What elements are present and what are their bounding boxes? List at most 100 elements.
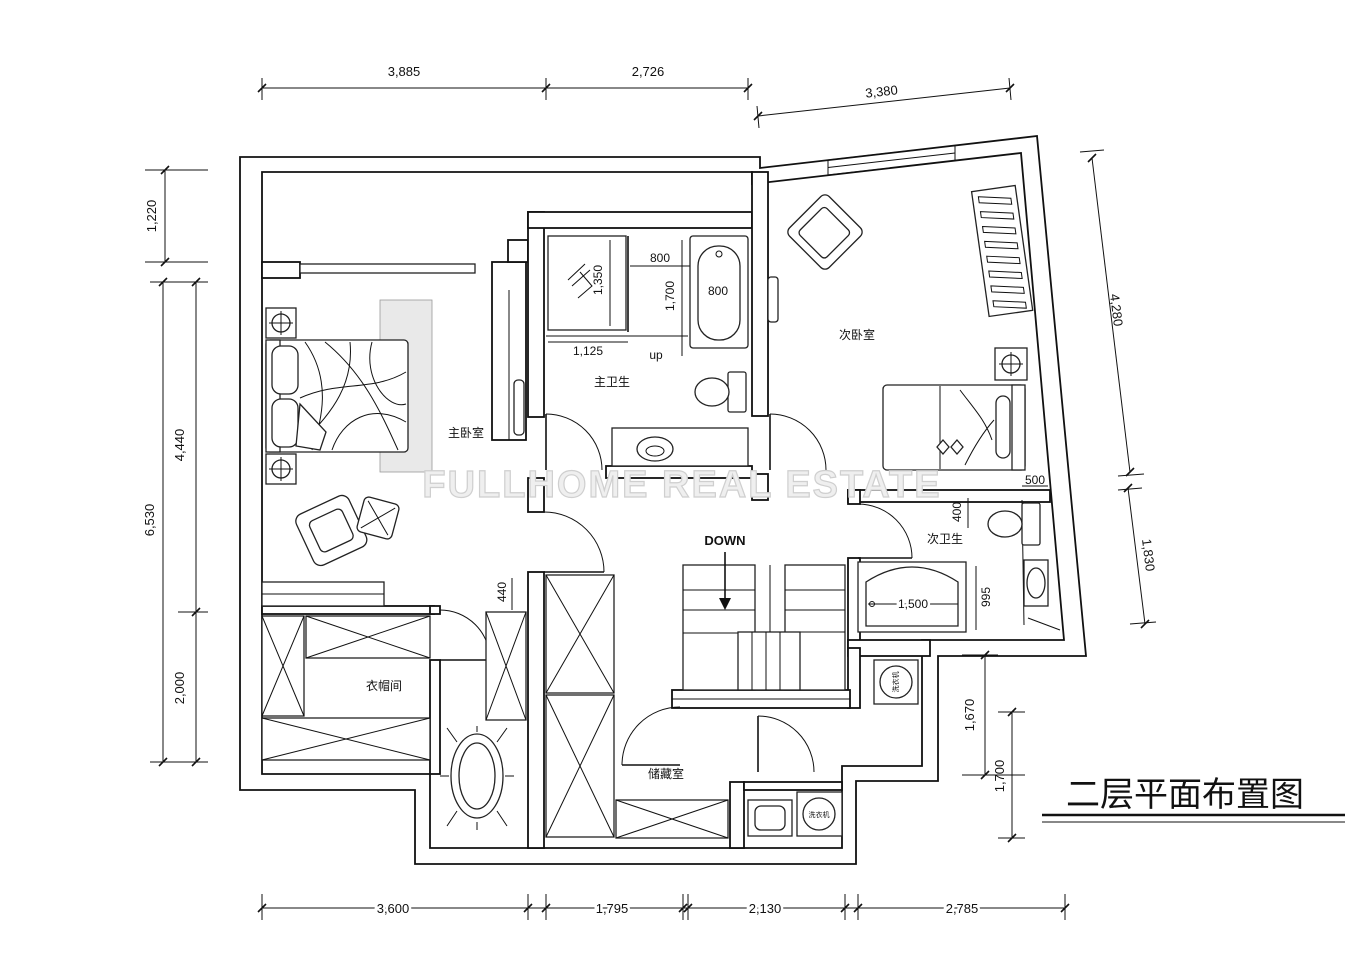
lamp-bottom-cross — [269, 457, 293, 481]
second-wardrobe — [970, 184, 1034, 318]
master-bed-pillow-top — [271, 345, 299, 395]
master-bed-cover-pattern — [299, 341, 407, 451]
master-nightstand-top — [265, 307, 297, 339]
master-bathtub-drain-icon — [715, 250, 723, 258]
second-bed-headboard — [1011, 384, 1026, 471]
second-bedroom-cabinet — [767, 276, 779, 323]
shower-head-icon — [567, 263, 593, 299]
dim-shower-depth: 1,350 — [591, 265, 605, 295]
dim-right-ticks — [1087, 153, 1150, 629]
dim-left-6530: 6,530 — [142, 504, 157, 537]
washer-lower-drum-icon — [802, 797, 836, 831]
second-bedroom-window-glass — [827, 152, 956, 168]
dim-right-extensions — [1079, 149, 1157, 625]
second-bed — [882, 384, 1026, 471]
master-vanity-counter — [611, 427, 749, 467]
storage-shelf-bottom-x — [615, 799, 729, 839]
closet-wardrobe-left — [261, 615, 305, 717]
dim-bottom-2130: 2,130 — [749, 901, 782, 916]
dim-second-tub-width: 995 — [979, 587, 993, 607]
room-label-master-bedroom: 主卧室 — [448, 425, 484, 440]
oval-bathtub-basin — [458, 742, 496, 810]
master-toilet-tank — [727, 371, 747, 413]
utility-sink-basin — [754, 805, 786, 831]
dimension-bottom: 3,600 1,795 2,130 2,785 — [257, 894, 1070, 920]
master-sink-drain-icon — [645, 445, 665, 457]
dim-top-extensions — [261, 78, 749, 100]
dim-second-tub-length: 1,500 — [898, 597, 928, 611]
wardrobe-hangers — [977, 196, 1027, 309]
second-sink-basin — [1026, 567, 1046, 599]
master-toilet-bowl — [694, 377, 730, 407]
dim-right-1700: 1,700 — [992, 760, 1007, 793]
stair-treads-left — [683, 589, 755, 634]
dim-left-1220: 1,220 — [144, 200, 159, 233]
master-bath-door-swing — [545, 413, 603, 471]
master-bed — [265, 339, 409, 453]
master-armchair — [295, 494, 368, 567]
stair-arrow-head-icon — [719, 598, 731, 610]
dim-tub-length: 1,700 — [663, 281, 677, 311]
closet-wardrobe-bottom — [261, 717, 431, 761]
master-nightstand-bottom — [265, 453, 297, 485]
wardrobe-handle — [513, 379, 525, 436]
second-armchair-seat — [798, 206, 851, 259]
dim-closet-column: 440 — [495, 582, 509, 602]
master-bath-top-wall — [527, 211, 753, 229]
stairs-down-label: DOWN — [704, 533, 745, 548]
storage-shelf-lower-x — [545, 694, 615, 838]
kitchen-door-swing — [757, 715, 815, 773]
second-bed-pillow — [995, 395, 1011, 459]
stair-treads-right — [785, 589, 845, 633]
dimension-left: 1,220 6,530 4,440 2,000 — [142, 165, 208, 767]
storage-shelf-upper-x — [545, 574, 615, 694]
washer-upper: 洗衣机 — [873, 659, 919, 705]
room-label-second-bedroom: 次卧室 — [839, 327, 875, 342]
second-bed-ornament-right — [950, 439, 964, 455]
armchair-seat — [308, 508, 354, 553]
master-bed-blanket-fold — [295, 402, 327, 451]
second-armchair — [787, 194, 863, 270]
dim-top-ticks — [257, 83, 753, 93]
dim-top-right-line — [757, 87, 1011, 117]
ottoman-tufting — [360, 500, 396, 536]
washer-upper-label: 洗衣机 — [891, 672, 900, 693]
storage-shelf-bottom — [615, 799, 729, 839]
watermark: FULLHOME REAL ESTATE — [422, 464, 941, 506]
master-ottoman — [356, 496, 400, 540]
second-bedroom-left-wall — [751, 171, 769, 417]
dim-bottom-3600: 3,600 — [377, 901, 410, 916]
step-up-label: up — [649, 348, 663, 362]
stair-landing — [737, 631, 801, 691]
second-bath-door-mark — [1027, 617, 1061, 631]
dimension-right: 4,280 1,830 1,670 1,700 — [962, 149, 1158, 843]
hall-wardrobe — [485, 611, 527, 721]
dim-top-2726: 2,726 — [632, 64, 665, 79]
dim-bottom-ticks — [257, 903, 1070, 913]
second-bedroom-window — [827, 144, 956, 176]
master-bathtub-basin — [697, 245, 741, 341]
second-nightstand — [994, 347, 1028, 381]
dim-bottom-1795: 1,795 — [596, 901, 629, 916]
plan-title: 二层平面布置图 — [1066, 775, 1304, 815]
dim-top-right-ticks — [753, 83, 1015, 121]
closet-wardrobe-top-x — [305, 615, 431, 659]
second-lamp-cross — [999, 352, 1023, 376]
master-bedroom-door-swing — [543, 511, 605, 573]
storage-door-swing — [621, 706, 681, 766]
master-bath-left-wall — [527, 211, 545, 418]
master-vanity — [611, 427, 749, 467]
second-toilet-bowl — [987, 510, 1023, 538]
washer-lower-label: 洗衣机 — [809, 810, 830, 819]
second-bed-cover-pattern — [959, 389, 995, 466]
master-bathtub — [689, 235, 749, 349]
second-sink — [1023, 559, 1049, 607]
second-bed-ornament-left — [936, 439, 950, 455]
second-bath-door-swing — [857, 503, 913, 559]
storage-shelf-lower — [545, 694, 615, 838]
closet-wardrobe-left-x — [261, 615, 305, 717]
hall-wardrobe-x — [485, 611, 527, 721]
room-label-second-bath: 次卫生 — [927, 532, 963, 546]
dim-left-ticks — [158, 165, 201, 767]
